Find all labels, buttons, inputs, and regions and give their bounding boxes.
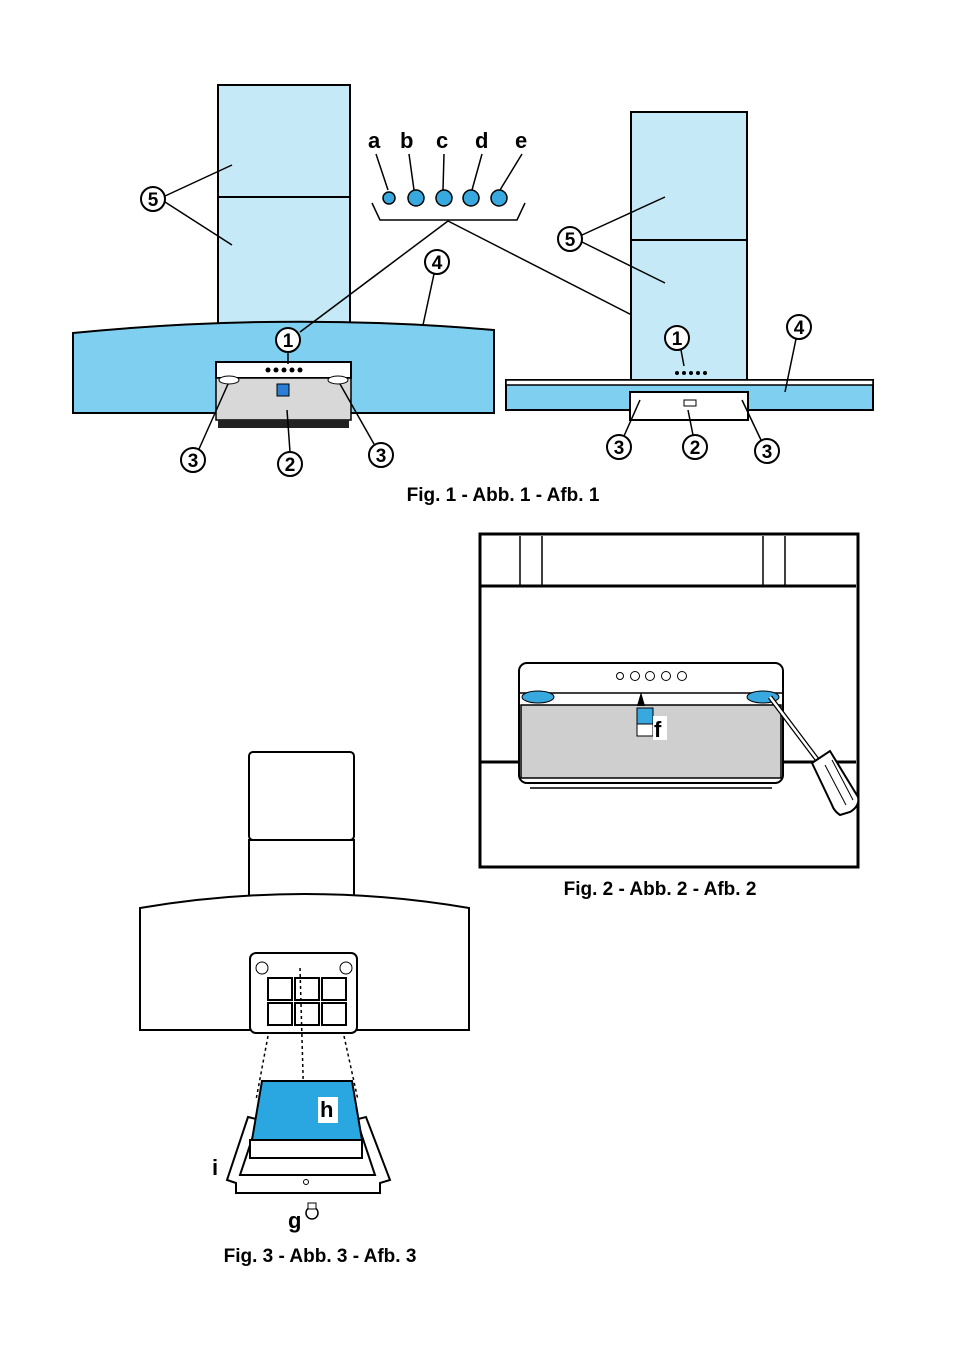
fig3-filter-cells: [267, 977, 347, 1026]
fig2-arrow-up: [637, 692, 645, 706]
callout-1-right: 1: [672, 329, 683, 350]
chimney-lower-right: [630, 239, 748, 381]
fig2-lamp-left: [521, 690, 555, 704]
fig3-chimney-upper: [248, 751, 355, 841]
callout-1-left: 1: [283, 331, 294, 352]
fig1-caption: Fig. 1 - Abb. 1 - Afb. 1: [407, 485, 600, 506]
fig3-chimney-lower: [248, 839, 355, 905]
letter-a: a: [368, 128, 381, 153]
fig3-carbon-pad: [250, 1080, 364, 1141]
callout-2-left: 2: [285, 455, 296, 476]
fig3-carbon-filter: h i g: [212, 1080, 392, 1233]
control-dots-right: [675, 371, 707, 375]
fig1-left-hood: [72, 84, 495, 428]
button-d: [462, 189, 480, 207]
fig2-grease-filter: [520, 704, 782, 779]
callout-3-left-a: 3: [188, 451, 199, 472]
control-dots-left: [265, 367, 303, 373]
button-a: [382, 191, 396, 205]
callout-5-left: 5: [148, 190, 159, 211]
callout-4-right: 4: [794, 318, 805, 339]
callout-3-right-a: 3: [614, 438, 625, 459]
lamp-left-1: [218, 375, 240, 385]
callout-3-right-b: 3: [762, 442, 773, 463]
letter-d: d: [475, 128, 488, 153]
lamp-left-2: [327, 375, 349, 385]
button-c: [435, 189, 453, 207]
callout-5-right: 5: [565, 230, 576, 251]
callout-3-left-b: 3: [376, 446, 387, 467]
callout-2-right: 2: [690, 438, 701, 459]
fig3-pad-lower: [249, 1139, 363, 1159]
fig1-right-hood: [505, 111, 874, 421]
fig1-left-callouts: 5 4 1 3 2 3: [140, 164, 450, 477]
fig2-caption: Fig. 2 - Abb. 2 - Afb. 2: [564, 879, 757, 900]
canopy-top-edge: [505, 379, 874, 386]
letter-e: e: [515, 128, 527, 153]
button-e: [490, 189, 508, 207]
button-detail: a b c d e: [299, 128, 666, 333]
filter-handle-right: [683, 399, 697, 407]
letter-h: h: [320, 1097, 333, 1122]
letter-f: f: [654, 717, 662, 742]
chimney-upper-right: [630, 111, 748, 241]
button-b: [407, 189, 425, 207]
fig3-caption: Fig. 3 - Abb. 3 - Afb. 3: [224, 1246, 417, 1267]
letter-b: b: [400, 128, 413, 153]
fig1-right-callouts: 5 1 4 3 2 3: [557, 196, 812, 464]
screwdriver: [768, 695, 860, 817]
letter-c: c: [436, 128, 448, 153]
fig3-hood: [139, 751, 470, 1181]
filter-handle-left: [276, 383, 290, 397]
chimney-lower-left: [217, 196, 351, 328]
callout-4-left: 4: [432, 253, 443, 274]
fig2-latch-lower: [636, 723, 654, 737]
fig2-control-buttons: [616, 671, 687, 681]
letter-i: i: [212, 1155, 218, 1180]
fig3-knob: [305, 1202, 319, 1220]
fig2-detail: f: [478, 532, 860, 869]
filter-bottom-left: [218, 420, 349, 428]
chimney-upper-left: [217, 84, 351, 198]
letter-g: g: [288, 1208, 301, 1233]
